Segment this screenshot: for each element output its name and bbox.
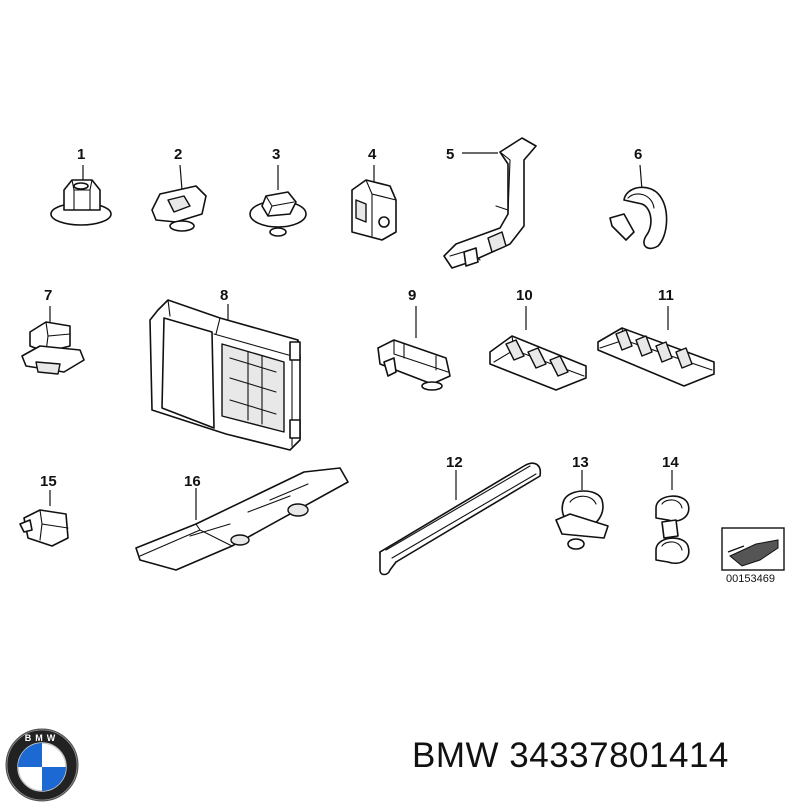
callout-13: 13 — [572, 454, 589, 471]
part-10-multi-clip — [489, 306, 587, 391]
part-12-edge-protector — [379, 462, 542, 576]
callout-1: 1 — [77, 146, 85, 163]
callout-4: 4 — [368, 146, 377, 163]
part-8-module-frame — [149, 299, 301, 451]
callout-10: 10 — [516, 287, 533, 304]
part-15-small-clip — [19, 490, 69, 547]
bmw-logo-text: BMW — [25, 733, 60, 743]
callout-14: 14 — [662, 454, 679, 471]
callout-11: 11 — [658, 287, 674, 304]
callout-2: 2 — [174, 146, 182, 163]
part-2-clip-nut — [151, 164, 207, 232]
part-number-label: BMW 34337801414 — [412, 736, 729, 775]
part-7-retainer-clip — [21, 306, 85, 375]
callout-9: 9 — [408, 287, 416, 304]
callout-8: 8 — [220, 287, 228, 304]
callout-12: 12 — [446, 454, 463, 471]
part-5-bracket — [443, 137, 537, 269]
callout-15: 15 — [40, 473, 57, 490]
part-9-double-clip — [377, 306, 451, 391]
callout-7: 7 — [44, 287, 52, 304]
part-4-cable-holder — [351, 165, 397, 241]
part-14-double-cable-clip — [655, 470, 690, 564]
part-13-cable-clip-round — [555, 470, 609, 550]
reference-box — [721, 527, 785, 571]
part-11-multi-clip-long — [597, 306, 715, 387]
part-16-cover-plate — [135, 467, 349, 571]
callout-6: 6 — [634, 146, 642, 163]
callout-16: 16 — [184, 473, 201, 490]
callout-3: 3 — [272, 146, 280, 163]
part-6-cable-clip — [609, 164, 668, 250]
callout-5: 5 — [446, 146, 454, 163]
bmw-logo: BMW — [5, 728, 79, 802]
part-3-push-nut — [249, 165, 307, 237]
part-1-hex-nut — [50, 165, 112, 226]
reference-code: 00153469 — [726, 573, 775, 585]
